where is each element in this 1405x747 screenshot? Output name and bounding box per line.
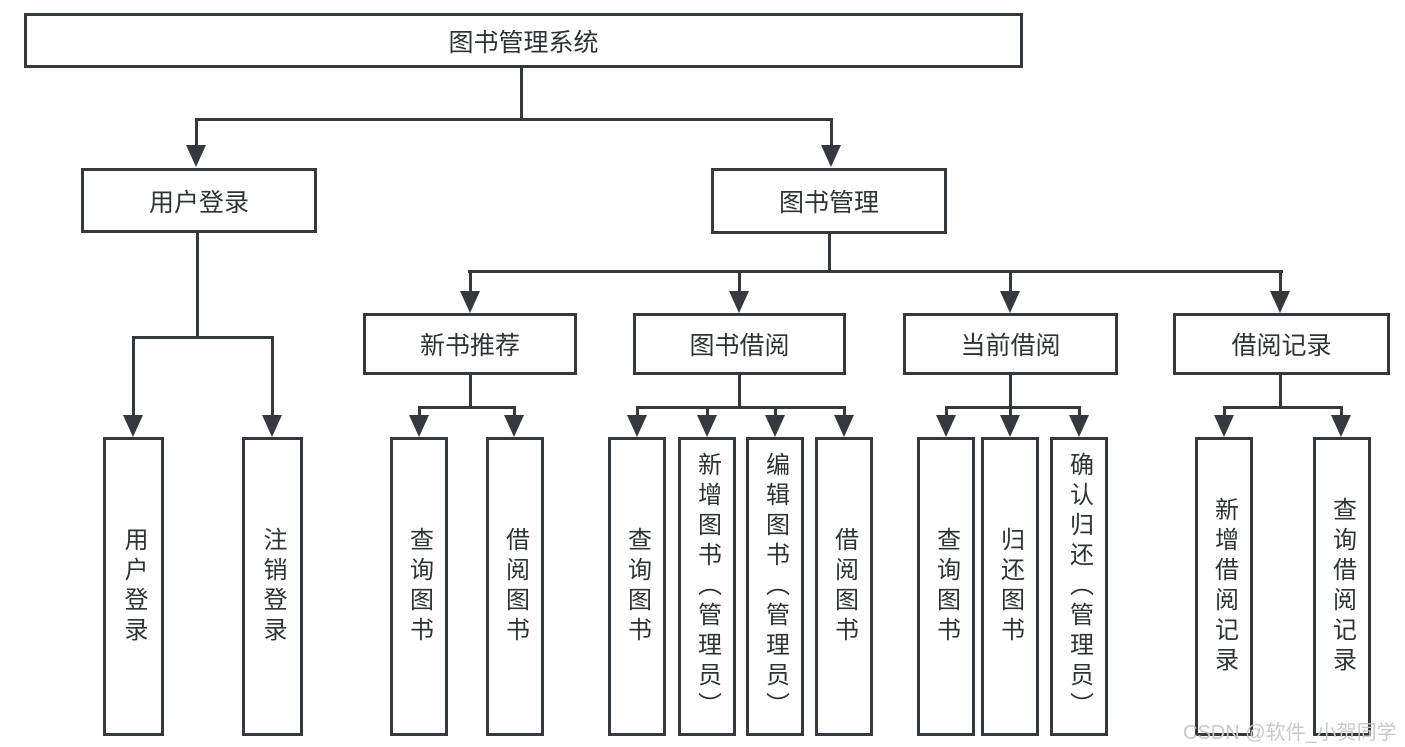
arrowhead-c1 (627, 415, 647, 437)
connector-current-borrow-drop (1009, 270, 1012, 295)
connector-d2-drop (1009, 406, 1012, 420)
arrowhead-b1 (409, 415, 429, 437)
arrowhead-book-borrow (729, 291, 749, 313)
leaf-add-borrow-record: 新增借阅记录 (1195, 437, 1253, 736)
leaf-logout-label: 注销登录 (259, 526, 286, 647)
arrowhead-book-mgmt (821, 145, 841, 167)
leaf-query-borrow-record: 查询借阅记录 (1313, 437, 1371, 736)
arrowhead-e2 (1331, 415, 1351, 437)
leaf-add-borrow-record-label: 新增借阅记录 (1210, 496, 1238, 677)
connector-d3-drop (1078, 406, 1081, 420)
node-book-mgmt: 图书管理 (711, 168, 947, 234)
leaf-borrow-books-label: 借阅图书 (830, 526, 858, 647)
leaf-return-books: 归还图书 (981, 437, 1039, 736)
connector-d1-drop (945, 406, 948, 420)
node-book-borrow: 图书借阅 (633, 313, 846, 375)
leaf-confirm-return-admin-label: 确认归还（管理员） (1065, 451, 1093, 722)
connector-book-borrow-bus (636, 406, 845, 409)
arrowhead-c2 (697, 415, 717, 437)
connector-root-stem (520, 68, 523, 120)
node-new-books-label: 新书推荐 (419, 332, 520, 360)
connector-user-login-bus (132, 336, 274, 339)
connector-user-login-drop (195, 118, 198, 148)
connector-book-mgmt-stem (828, 233, 831, 272)
connector-current-borrow-stem (1009, 373, 1012, 408)
connector-level2-bus (195, 118, 833, 121)
node-book-borrow-label: 图书借阅 (689, 332, 790, 360)
leaf-query-books-current-label: 查询图书 (932, 526, 960, 647)
connector-c4-drop (843, 406, 846, 420)
connector-borrow-records-bus (1223, 406, 1343, 409)
leaf-confirm-return-admin: 确认归还（管理员） (1050, 437, 1108, 736)
connector-new-books-drop (469, 270, 472, 295)
connector-book-borrow-stem (738, 373, 741, 408)
connector-borrow-records-drop (1279, 270, 1282, 295)
node-book-mgmt-label: 图书管理 (778, 189, 879, 217)
arrowhead-a1 (123, 415, 143, 437)
leaf-user-login: 用户登录 (103, 437, 164, 736)
arrowhead-borrow-records (1270, 291, 1290, 313)
leaf-query-books-newbooks: 查询图书 (390, 437, 448, 736)
node-root: 图书管理系统 (24, 13, 1023, 68)
connector-current-borrow-bus (945, 406, 1080, 409)
arrowhead-user-login (186, 145, 206, 167)
node-borrow-records-label: 借阅记录 (1231, 332, 1332, 360)
arrowhead-current-borrow (1000, 291, 1020, 313)
arrowhead-b2 (504, 415, 524, 437)
connector-c2-drop (706, 406, 709, 420)
connector-b2-drop (513, 406, 516, 420)
arrowhead-a2 (262, 415, 282, 437)
arrowhead-c4 (834, 415, 854, 437)
connector-borrow-records-stem (1279, 373, 1282, 408)
arrowhead-d2 (1000, 415, 1020, 437)
connector-user-login-stem (196, 232, 199, 338)
connector-c1-drop (636, 406, 639, 420)
leaf-edit-books-admin-label: 编辑图书（管理员） (761, 451, 789, 722)
connector-a2-drop (271, 336, 274, 418)
leaf-add-books-admin: 新增图书（管理员） (678, 437, 736, 736)
node-new-books: 新书推荐 (363, 313, 577, 375)
node-root-label: 图书管理系统 (448, 28, 599, 57)
connector-a1-drop (132, 336, 135, 418)
watermark-text: CSDN @软件_小贺同学 (1183, 722, 1397, 744)
connector-book-mgmt-drop (830, 118, 833, 148)
leaf-query-books-current: 查询图书 (917, 437, 975, 736)
connector-new-books-stem (469, 373, 472, 408)
connector-b1-drop (418, 406, 421, 420)
leaf-query-books-borrow: 查询图书 (608, 437, 666, 736)
arrowhead-c3 (765, 415, 785, 437)
leaf-borrow-books: 借阅图书 (815, 437, 873, 736)
leaf-borrow-books-newbooks: 借阅图书 (486, 437, 544, 736)
connector-c3-drop (774, 406, 777, 420)
leaf-edit-books-admin: 编辑图书（管理员） (746, 437, 804, 736)
leaf-query-borrow-record-label: 查询借阅记录 (1328, 496, 1356, 677)
connector-book-borrow-drop (738, 270, 741, 295)
leaf-logout: 注销登录 (242, 437, 303, 736)
arrowhead-d3 (1069, 415, 1089, 437)
leaf-add-books-admin-label: 新增图书（管理员） (693, 451, 721, 722)
connector-new-books-bus (418, 406, 516, 409)
arrowhead-new-books (460, 291, 480, 313)
connector-level3-bus (468, 270, 1283, 273)
node-current-borrow: 当前借阅 (903, 313, 1118, 375)
connector-e1-drop (1223, 406, 1226, 420)
arrowhead-e1 (1214, 415, 1234, 437)
node-user-login-label: 用户登录 (148, 188, 249, 217)
arrowhead-d1 (936, 415, 956, 437)
leaf-return-books-label: 归还图书 (996, 526, 1024, 647)
node-user-login: 用户登录 (81, 168, 317, 233)
leaf-user-login-label: 用户登录 (120, 526, 147, 647)
leaf-query-books-borrow-label: 查询图书 (623, 526, 651, 647)
node-current-borrow-label: 当前借阅 (960, 332, 1061, 360)
leaf-borrow-books-newbooks-label: 借阅图书 (501, 526, 529, 647)
leaf-query-books-newbooks-label: 查询图书 (405, 526, 433, 647)
node-borrow-records: 借阅记录 (1173, 313, 1390, 375)
connector-e2-drop (1340, 406, 1343, 420)
